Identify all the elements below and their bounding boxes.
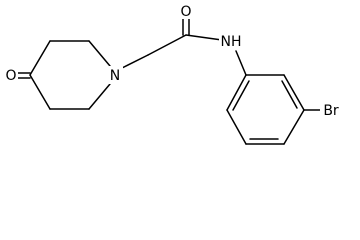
acetamide-linker <box>119 17 247 76</box>
bond-ar-c2-c3 <box>283 74 305 111</box>
piperidine-nitrogen-label: N <box>110 68 120 84</box>
ketone-oxygen-label: O <box>5 68 16 84</box>
bond-c5-c4 <box>29 74 51 110</box>
atom-labels: O N O NH Br <box>4 3 342 119</box>
aromatic-inner-bond-3 <box>232 80 250 111</box>
bond-ar-c6-c1 <box>226 74 247 111</box>
bond-n1-ch2 <box>119 54 149 70</box>
bond-c2-n1 <box>88 40 111 67</box>
piperidinone-ring <box>29 40 111 110</box>
amide-nitrogen-label: NH <box>221 34 242 50</box>
aromatic-inner-bond-1 <box>281 80 298 109</box>
amide-oxygen-label: O <box>180 4 191 20</box>
bond-ar-c3-c4 <box>283 109 305 145</box>
bond-n1-c6 <box>88 83 111 110</box>
bond-carbonyl-nh <box>185 34 223 41</box>
chemical-structure-diagram: O N O NH Br <box>4 3 342 145</box>
bromophenyl-ring <box>226 74 322 145</box>
ketone-group <box>16 72 31 79</box>
bond-ch2-carbonyl <box>147 34 187 56</box>
bond-c4-c3 <box>29 40 51 76</box>
bond-nh-aryl <box>235 50 247 76</box>
bromine-label: Br <box>323 103 339 119</box>
bond-ar-c5-c6 <box>226 109 247 145</box>
